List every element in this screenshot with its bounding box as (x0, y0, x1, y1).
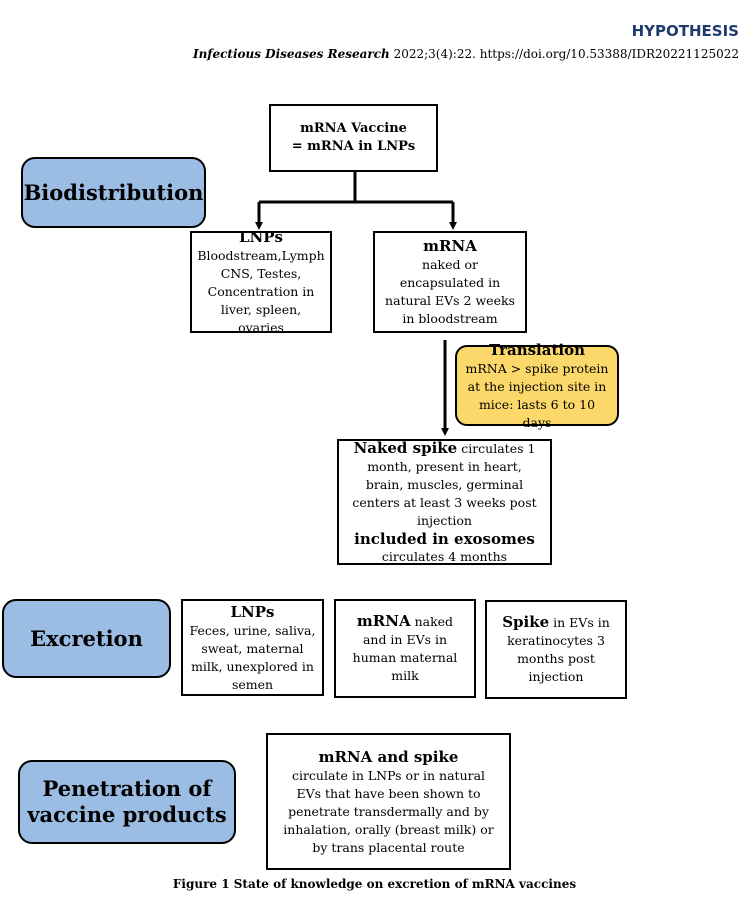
citation-line: Infectious Diseases Research 2022;3(4):2… (193, 47, 739, 61)
mrna-exc-text: mRNA naked and in EVs in human maternal … (344, 612, 466, 685)
penetration-title: mRNA and spike (318, 747, 459, 766)
lnps-excretion-box: LNPs Feces, urine, saliva, sweat, matern… (181, 599, 324, 696)
mrna-bio-body: naked or encapsulated in natural EVs 2 w… (385, 257, 515, 326)
spike-exc-title: Spike (502, 613, 550, 631)
lnps-exc-body: Feces, urine, saliva, sweat, maternal mi… (189, 622, 316, 692)
excretion-label: Excretion (2, 599, 171, 678)
mrna-bio-title: mRNA (423, 237, 477, 255)
spike-excretion-box: Spike in EVs in keratinocytes 3 months p… (485, 600, 627, 699)
spike-title2: included in exosomes (354, 529, 535, 548)
vaccine-line2: = mRNA in LNPs (291, 139, 416, 154)
lnps-bio-body: Bloodstream,Lymph CNS, Testes, Concentra… (197, 248, 325, 335)
vaccine-box: mRNA Vaccine = mRNA in LNPs (269, 104, 438, 172)
mrna-excretion-box: mRNA naked and in EVs in human maternal … (334, 599, 476, 698)
lnps-exc-title: LNPs (230, 602, 275, 621)
spike-exc-body: in EVs in keratinocytes 3 months post in… (507, 615, 610, 684)
figure-caption: Figure 1 State of knowledge on excretion… (172, 877, 577, 891)
penetration-text: Penetration of vaccine products (27, 776, 227, 827)
penetration-body: circulate in LNPs or in natural EVs that… (283, 767, 494, 855)
mrna-exc-title: mRNA (356, 612, 411, 630)
section-label: HYPOTHESIS (631, 22, 739, 40)
mrna-biodistribution-box: mRNA naked or encapsulated in natural EV… (373, 231, 527, 333)
mrna-exc-body: naked and in EVs in human maternal milk (352, 614, 458, 683)
spike-part1: Naked spike circulates 1 month, present … (347, 439, 542, 530)
penetration-label: Penetration of vaccine products (18, 760, 236, 844)
excretion-text: Excretion (30, 625, 143, 651)
journal-name: Infectious Diseases Research (192, 47, 390, 61)
translation-body: mRNA > spike protein at the injection si… (465, 360, 609, 430)
spike-body2: circulates 4 months (381, 548, 508, 564)
penetration-box: mRNA and spike circulate in LNPs or in n… (266, 733, 511, 870)
spike-title1: Naked spike (353, 438, 458, 457)
vaccine-line1: mRNA Vaccine (300, 121, 407, 136)
lnps-biodistribution-box: LNPs Bloodstream,Lymph CNS, Testes, Conc… (190, 228, 332, 335)
spike-exc-text: Spike in EVs in keratinocytes 3 months p… (495, 613, 617, 686)
biodistribution-text: Biodistribution (23, 179, 204, 205)
spike-box: Naked spike circulates 1 month, present … (337, 439, 552, 565)
spike-body1: circulates 1 month, present in heart, br… (352, 440, 537, 528)
translation-title: Translation (489, 340, 585, 359)
lnps-bio-title: LNPs (239, 228, 283, 246)
biodistribution-label: Biodistribution (21, 157, 206, 228)
citation-text: 2022;3(4):22. https://doi.org/10.53388/I… (389, 47, 739, 61)
translation-box: Translation mRNA > spike protein at the … (455, 341, 619, 430)
